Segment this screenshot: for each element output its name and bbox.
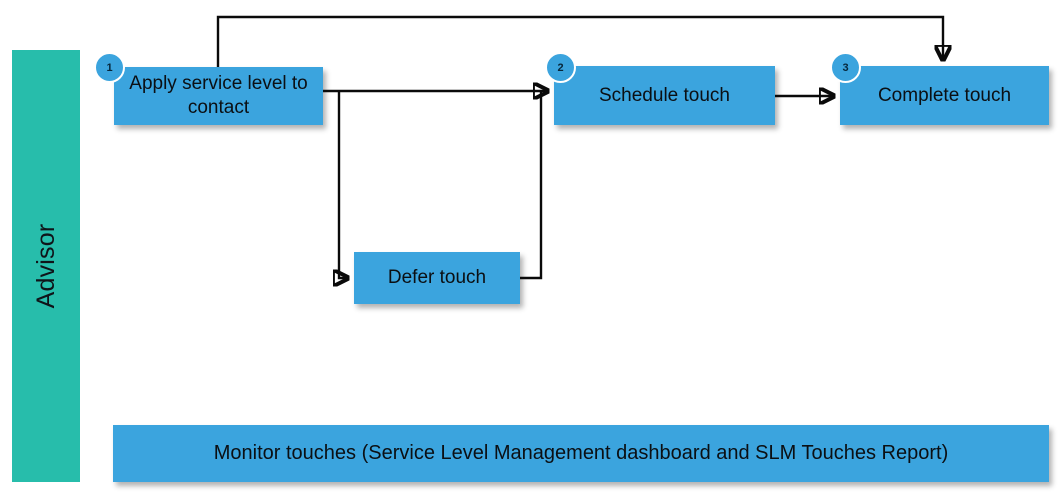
- step-badge-3: 3: [830, 52, 861, 83]
- connector-apply-to-defer: [339, 92, 348, 278]
- node-label: Schedule touch: [599, 84, 730, 106]
- node-label: Apply service level to contact: [129, 73, 308, 118]
- connector-defer-to-schedule: [520, 92, 543, 280]
- process-node-monitor-touches[interactable]: Monitor touches (Service Level Managemen…: [113, 425, 1049, 482]
- node-label: Defer touch: [387, 267, 487, 289]
- node-label: Monitor touches (Service Level Managemen…: [213, 442, 949, 464]
- swimlane-label: Advisor: [31, 223, 60, 309]
- swimlane-advisor: Advisor: [12, 50, 80, 482]
- process-node-apply-service-level[interactable]: Apply service level to contact: [114, 67, 323, 125]
- process-node-defer-touch[interactable]: Defer touch: [354, 252, 520, 304]
- node-label: Complete touch: [877, 84, 1012, 106]
- step-badge-1: 1: [94, 52, 125, 83]
- step-badge-2: 2: [545, 52, 576, 83]
- process-node-schedule-touch[interactable]: Schedule touch: [554, 66, 775, 125]
- process-node-complete-touch[interactable]: Complete touch: [840, 66, 1049, 125]
